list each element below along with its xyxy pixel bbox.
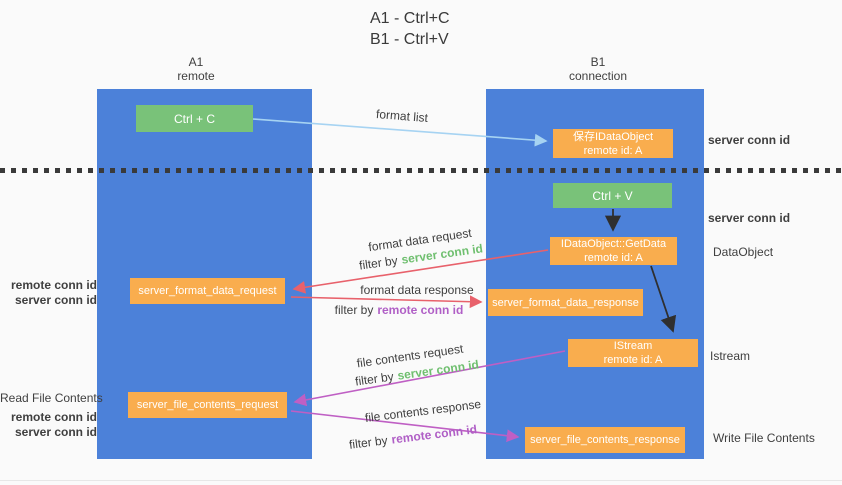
format-list-label: format list: [375, 106, 429, 126]
istream-node: IStream remote id: A: [568, 339, 698, 367]
getdata-line2: remote id: A: [584, 252, 643, 264]
ctrl-v-label: Ctrl + V: [592, 188, 633, 203]
lifeline-b1-id: B1: [590, 55, 606, 69]
server-format-data-response-node: server_format_data_response: [488, 289, 643, 316]
getdata-line1: IDataObject::GetData: [560, 238, 667, 250]
write-file-contents-label: Write File Contents: [713, 431, 815, 445]
istream-side-label: Istream: [710, 349, 751, 363]
server-format-data-request-label: server_format_data_request: [138, 285, 277, 297]
filter-prefix-1: filter by: [358, 253, 399, 273]
remote-conn-id-label-left-2: remote conn id: [10, 410, 97, 424]
read-file-contents-label: Read File Contents: [0, 391, 103, 405]
remote-conn-id-label-left-1: remote conn id: [10, 278, 97, 292]
istream-line1: IStream: [613, 340, 653, 352]
lifeline-b1-role: connection: [568, 69, 628, 83]
server-file-contents-response-node: server_file_contents_response: [525, 427, 685, 453]
format-data-response-arrow: [290, 295, 483, 309]
lifeline-header-b1: B1 connection: [528, 55, 668, 83]
filter-value-4: remote conn id: [390, 422, 478, 447]
lifeline-a1-id: A1: [188, 55, 204, 69]
ctrl-c-node: Ctrl + C: [136, 105, 253, 132]
filter-prefix-4: filter by: [348, 433, 389, 452]
server-conn-id-label-right-1: server conn id: [708, 133, 791, 147]
filter-value-2: remote conn id: [377, 303, 464, 317]
filter-prefix-2: filter by: [334, 303, 374, 317]
server-conn-id-label-left-1: server conn id: [14, 293, 97, 307]
istream-line2: remote id: A: [603, 354, 663, 366]
file-contents-response-label: file contents response: [364, 396, 482, 426]
server-file-contents-request-node: server_file_contents_request: [128, 392, 287, 418]
server-file-contents-request-label: server_file_contents_request: [136, 399, 279, 411]
title-line-1: A1 - Ctrl+C: [370, 10, 450, 27]
server-format-data-response-label: server_format_data_response: [492, 296, 639, 309]
server-file-contents-response-label: server_file_contents_response: [530, 434, 680, 446]
ctrl-v-node: Ctrl + V: [553, 183, 672, 208]
lifeline-a1-role: remote: [177, 69, 215, 83]
filter-prefix-3: filter by: [354, 369, 395, 389]
ctrl-c-label: Ctrl + C: [173, 111, 215, 126]
lifeline-header-a1: A1 remote: [126, 55, 266, 83]
save-dataobject-line2: remote id: A: [583, 144, 643, 157]
save-dataobject-node: 保存IDataObject remote id: A: [553, 129, 673, 158]
server-format-data-request-node: server_format_data_request: [130, 278, 285, 304]
save-dataobject-line1: 保存IDataObject: [572, 130, 654, 143]
dataobject-label: DataObject: [713, 245, 774, 259]
getdata-node: IDataObject::GetData remote id: A: [550, 237, 677, 265]
server-conn-id-label-right-2: server conn id: [708, 211, 791, 225]
diagram-title: A1 - Ctrl+C B1 - Ctrl+V: [370, 8, 450, 50]
server-conn-id-label-left-2: server conn id: [14, 425, 97, 439]
title-line-2: B1 - Ctrl+V: [370, 31, 449, 48]
section-divider-dotted-line: [0, 168, 842, 173]
format-data-response-label: format data response: [360, 283, 474, 297]
window-bottom-edge: [0, 480, 842, 481]
